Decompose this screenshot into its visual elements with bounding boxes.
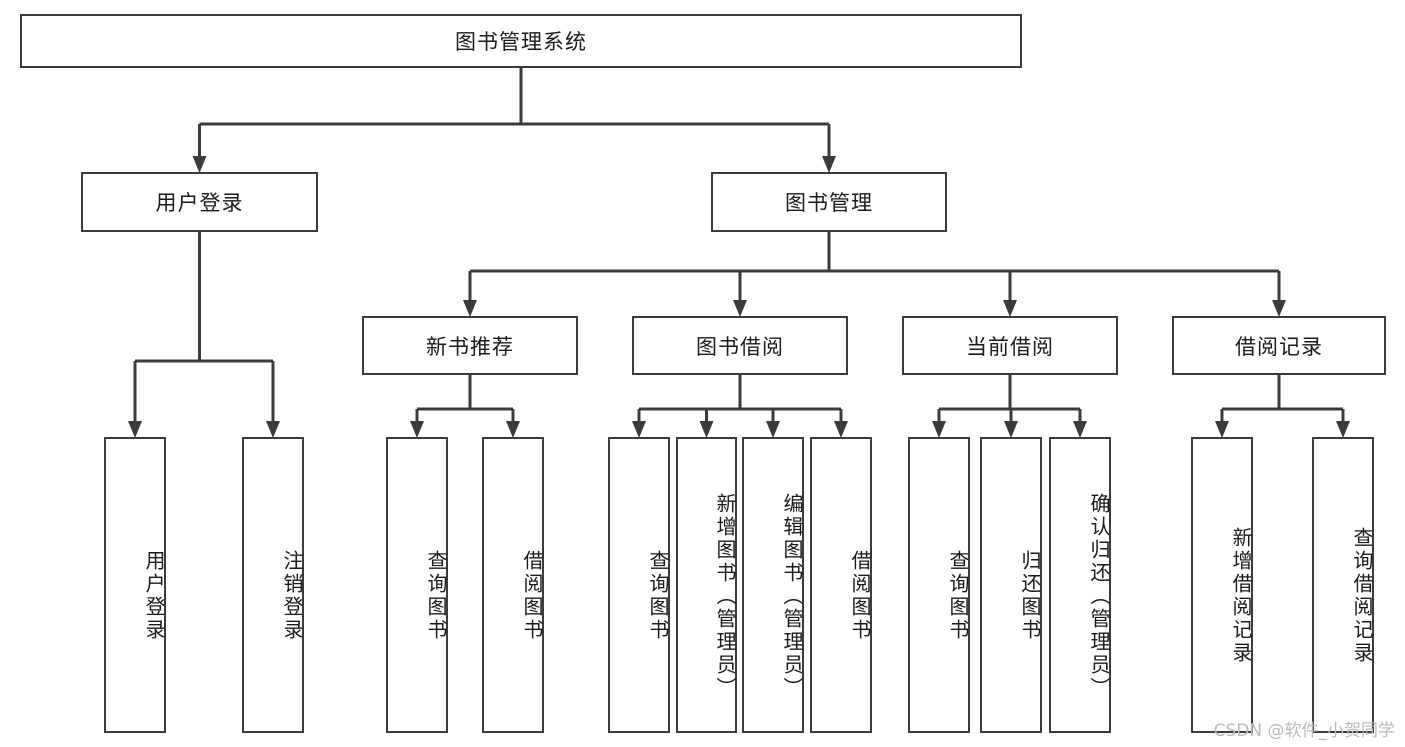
node-label: 借阅记录 <box>1235 334 1323 359</box>
node-leaf-edit-book[interactable]: 编辑图书（管理员） <box>742 437 804 733</box>
node-leaf-query-book-1[interactable]: 查询图书 <box>386 437 448 733</box>
node-label: 当前借阅 <box>966 334 1054 359</box>
node-leaf-borrow-book-2[interactable]: 借阅图书 <box>810 437 872 733</box>
node-label: 图书管理 <box>785 191 873 215</box>
node-leaf-add-record[interactable]: 新增借阅记录 <box>1191 437 1253 733</box>
node-leaf-query-record[interactable]: 查询借阅记录 <box>1312 437 1374 733</box>
node-leaf-query-book-2[interactable]: 查询图书 <box>608 437 670 733</box>
node-book-borrow[interactable]: 图书借阅 <box>632 316 848 375</box>
node-user-login[interactable]: 用户登录 <box>81 172 318 232</box>
node-leaf-return-book[interactable]: 归还图书 <box>980 437 1042 733</box>
node-leaf-borrow-book-1[interactable]: 借阅图书 <box>482 437 544 733</box>
node-label: 借阅图书 <box>520 550 544 642</box>
node-label: 查询图书 <box>946 550 970 642</box>
watermark-text: CSDN @软件_小贺同学 <box>1213 721 1395 741</box>
node-leaf-query-book-3[interactable]: 查询图书 <box>908 437 970 733</box>
node-label: 新增借阅记录 <box>1229 527 1253 665</box>
node-label: 确认归还（管理员） <box>1087 492 1111 700</box>
node-leaf-user-login[interactable]: 用户登录 <box>104 437 166 733</box>
node-label: 借阅图书 <box>848 550 872 642</box>
node-current-borrow[interactable]: 当前借阅 <box>902 316 1118 375</box>
node-label: 图书借阅 <box>696 334 784 359</box>
node-label: 查询借阅记录 <box>1350 527 1374 665</box>
node-leaf-confirm-ret[interactable]: 确认归还（管理员） <box>1049 437 1111 733</box>
node-label: 用户登录 <box>155 191 244 215</box>
node-label: 归还图书 <box>1018 550 1042 642</box>
node-label: 查询图书 <box>424 550 448 642</box>
node-label: 编辑图书（管理员） <box>780 492 804 700</box>
node-label: 查询图书 <box>646 550 670 642</box>
node-leaf-add-book[interactable]: 新增图书（管理员） <box>676 437 737 733</box>
node-root[interactable]: 图书管理系统 <box>20 14 1022 68</box>
node-label: 用户登录 <box>142 550 166 642</box>
node-leaf-logout[interactable]: 注销登录 <box>242 437 304 733</box>
node-borrow-record[interactable]: 借阅记录 <box>1172 316 1386 375</box>
node-label: 图书管理系统 <box>455 30 587 54</box>
node-label: 注销登录 <box>280 550 304 642</box>
node-label: 新增图书（管理员） <box>713 492 737 700</box>
node-label: 新书推荐 <box>426 334 514 359</box>
node-book-manage[interactable]: 图书管理 <box>711 172 947 232</box>
node-new-book-rec[interactable]: 新书推荐 <box>362 316 578 375</box>
